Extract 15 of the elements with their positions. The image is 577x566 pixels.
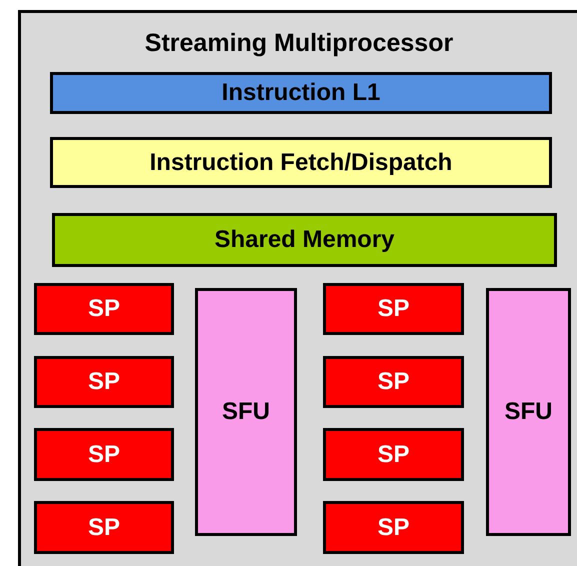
- unit-bar: SP: [34, 428, 174, 481]
- unit-bar: SP: [323, 428, 464, 481]
- unit-bar: SP: [34, 356, 174, 408]
- unit-bar: SP: [323, 501, 464, 554]
- unit-block: SFU: [195, 288, 297, 536]
- panel-title: Streaming Multiprocessor: [144, 29, 454, 58]
- unit-bar: SP: [34, 283, 174, 335]
- unit-bar: Instruction L1: [50, 72, 552, 114]
- multiprocessor-panel: [18, 10, 577, 566]
- unit-bar: Instruction Fetch/Dispatch: [50, 137, 552, 188]
- unit-bar: SP: [323, 283, 464, 335]
- unit-block: SFU: [486, 288, 571, 536]
- unit-bar: SP: [34, 501, 174, 554]
- unit-bar: Shared Memory: [52, 213, 557, 267]
- unit-bar: SP: [323, 356, 464, 408]
